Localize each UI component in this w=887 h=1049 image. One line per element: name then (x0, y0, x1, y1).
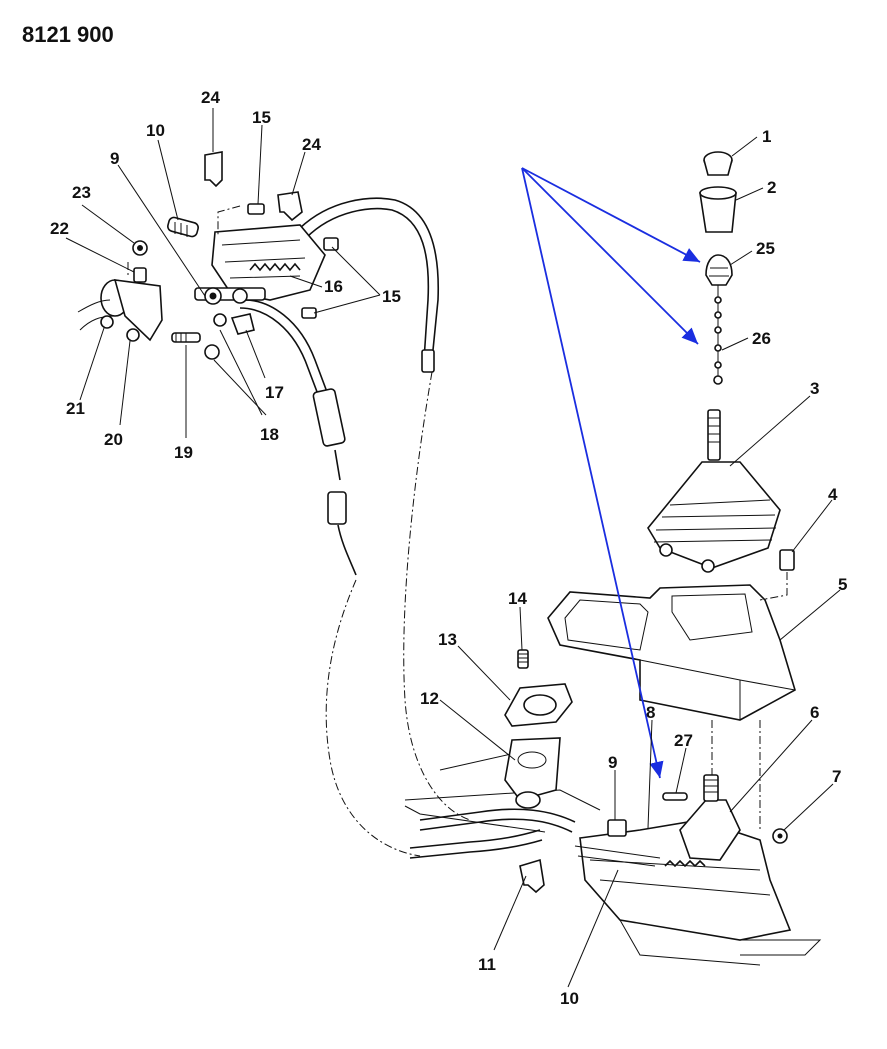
label-10-lower: 10 (560, 989, 579, 1008)
label-4: 4 (828, 485, 838, 504)
label-1: 1 (762, 127, 771, 146)
label-12: 12 (420, 689, 439, 708)
label-7: 7 (832, 767, 841, 786)
label-17: 17 (265, 383, 284, 402)
label-8: 8 (646, 703, 655, 722)
label-23: 23 (72, 183, 91, 202)
label-16: 16 (324, 277, 343, 296)
leader-lines (65, 108, 841, 988)
label-18: 18 (260, 425, 279, 444)
label-13: 13 (438, 630, 457, 649)
label-11: 11 (478, 955, 496, 974)
label-6: 6 (810, 703, 819, 722)
label-21: 21 (66, 399, 85, 418)
label-14: 14 (508, 589, 527, 608)
label-27: 27 (674, 731, 693, 750)
label-9-lower: 9 (608, 753, 617, 772)
part-labels: 1 2 3 4 5 6 7 8 9 9 10 10 11 12 13 14 15… (50, 88, 847, 1008)
label-15-upper: 15 (252, 108, 271, 127)
diagram-code: 8121 900 (22, 22, 114, 47)
label-15-right: 15 (382, 287, 401, 306)
label-25: 25 (756, 239, 775, 258)
shift-cable (239, 197, 576, 859)
label-9-upper: 9 (110, 149, 119, 168)
callout-arrows (521, 167, 701, 779)
label-24-right: 24 (302, 135, 321, 154)
label-10-upper: 10 (146, 121, 165, 140)
label-24-left: 24 (201, 88, 220, 107)
label-19: 19 (174, 443, 193, 462)
label-20: 20 (104, 430, 123, 449)
label-3: 3 (810, 379, 819, 398)
label-26: 26 (752, 329, 771, 348)
label-2: 2 (767, 178, 776, 197)
label-5: 5 (838, 575, 847, 594)
label-22: 22 (50, 219, 69, 238)
console-assembly (404, 151, 822, 966)
linkage-assembly (77, 151, 339, 360)
